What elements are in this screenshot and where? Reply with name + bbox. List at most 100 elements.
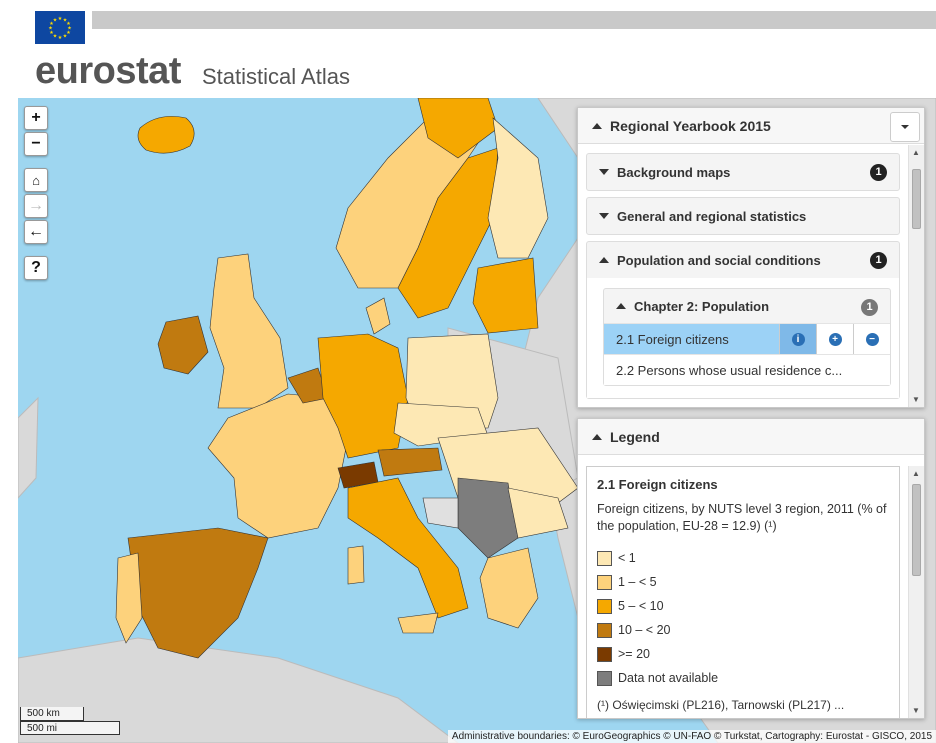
top-strip bbox=[0, 0, 936, 8]
info-icon: i bbox=[791, 332, 805, 346]
legend-panel-header[interactable]: Legend bbox=[578, 419, 924, 455]
chapter-population[interactable]: Chapter 2: Population 1 2.1 Foreign citi… bbox=[603, 288, 891, 386]
zoom-out-button[interactable]: − bbox=[24, 132, 48, 156]
legend-item: 5 – < 10 bbox=[597, 594, 889, 618]
expand-icon bbox=[599, 169, 609, 175]
svg-text:★: ★ bbox=[66, 30, 71, 36]
legend-panel-title: Legend bbox=[610, 428, 660, 445]
legend-item: 10 – < 20 bbox=[597, 618, 889, 642]
zoom-in-button[interactable]: + bbox=[24, 106, 48, 130]
svg-text:★: ★ bbox=[53, 18, 58, 24]
svg-text:★: ★ bbox=[53, 34, 58, 40]
legend-label: Data not available bbox=[618, 671, 719, 685]
svg-text:★: ★ bbox=[58, 35, 63, 41]
chevron-down-icon bbox=[901, 125, 909, 129]
collapse-icon bbox=[592, 433, 602, 440]
svg-text:★: ★ bbox=[63, 34, 68, 40]
help-button[interactable]: ? bbox=[24, 256, 48, 280]
legend-scrollbar[interactable]: ▲ ▼ bbox=[908, 466, 924, 718]
plus-icon: + bbox=[828, 332, 842, 346]
canary-land bbox=[18, 396, 39, 499]
scroll-up-icon[interactable]: ▲ bbox=[912, 469, 920, 478]
north-africa bbox=[18, 637, 459, 743]
section-label: General and regional statistics bbox=[617, 208, 807, 224]
back-button[interactable]: ← bbox=[24, 220, 48, 244]
svg-text:★: ★ bbox=[49, 21, 54, 27]
legend-label: 1 – < 5 bbox=[618, 575, 657, 589]
sardinia bbox=[347, 545, 365, 585]
add-layer-button[interactable]: + bbox=[816, 323, 853, 355]
legend-label: 5 – < 10 bbox=[618, 599, 664, 613]
info-button[interactable]: i bbox=[779, 323, 816, 355]
minus-icon: − bbox=[865, 332, 879, 346]
legend-footnote: (¹) Oświęcimski (PL216), Tarnowski (PL21… bbox=[597, 698, 845, 712]
remove-layer-button[interactable]: − bbox=[853, 323, 890, 355]
scale-bar: 500 km 500 mi bbox=[20, 707, 120, 735]
austria bbox=[377, 447, 443, 477]
legend-item: < 1 bbox=[597, 546, 889, 570]
iceland bbox=[137, 116, 195, 154]
layer-usual-residence[interactable]: 2.2 Persons whose usual residence c... bbox=[604, 354, 890, 385]
eurostat-logo[interactable]: eurostat bbox=[35, 50, 181, 92]
legend-description: Foreign citizens, by NUTS level 3 region… bbox=[597, 502, 887, 533]
norway-north bbox=[417, 98, 499, 159]
layers-scrollbar[interactable]: ▲ ▼ bbox=[908, 145, 924, 407]
legend-swatch bbox=[597, 622, 612, 638]
legend-label: < 1 bbox=[618, 551, 636, 565]
bulgaria bbox=[507, 487, 569, 539]
collapse-icon bbox=[616, 303, 626, 309]
italy bbox=[347, 477, 469, 619]
svg-text:★: ★ bbox=[66, 21, 71, 27]
map-attribution: Administrative boundaries: © EuroGeograp… bbox=[447, 730, 936, 743]
svg-text:★: ★ bbox=[67, 26, 72, 32]
section-background-maps[interactable]: Background maps 1 bbox=[586, 153, 900, 191]
portugal bbox=[115, 552, 143, 644]
svg-text:★: ★ bbox=[49, 30, 54, 36]
baltics bbox=[472, 257, 539, 334]
svg-text:★: ★ bbox=[58, 16, 63, 22]
dropdown-button[interactable] bbox=[890, 112, 920, 142]
scale-mi-label: 500 mi bbox=[20, 721, 120, 735]
legend-content: 2.1 Foreign citizens Foreign citizens, b… bbox=[586, 466, 900, 718]
scroll-down-icon[interactable]: ▼ bbox=[912, 706, 920, 715]
home-icon[interactable]: ⌂ bbox=[24, 168, 48, 192]
layer-label: 2.2 Persons whose usual residence c... bbox=[616, 362, 843, 378]
layers-list: Background maps 1 General and regional s… bbox=[578, 145, 908, 407]
spain bbox=[127, 527, 269, 659]
layer-foreign-citizens[interactable]: 2.1 Foreign citizens i + − bbox=[604, 323, 890, 355]
layers-panel: Regional Yearbook 2015 Background maps 1… bbox=[577, 107, 925, 408]
scroll-down-icon[interactable]: ▼ bbox=[912, 395, 920, 404]
scroll-thumb[interactable] bbox=[912, 484, 921, 576]
scroll-up-icon[interactable]: ▲ bbox=[912, 148, 920, 157]
section-label: Population and social conditions bbox=[617, 252, 821, 268]
legend-label: >= 20 bbox=[618, 647, 650, 661]
legend-label: 10 – < 20 bbox=[618, 623, 671, 637]
legend-swatch bbox=[597, 574, 612, 590]
great-britain bbox=[209, 253, 289, 409]
count-badge: 1 bbox=[861, 299, 878, 316]
scroll-thumb[interactable] bbox=[912, 169, 921, 229]
greece bbox=[479, 547, 539, 629]
legend-item: Data not available bbox=[597, 666, 889, 690]
svg-text:★: ★ bbox=[63, 18, 68, 24]
count-badge: 1 bbox=[870, 252, 887, 269]
france bbox=[207, 393, 349, 539]
count-badge: 1 bbox=[870, 164, 887, 181]
header-bar bbox=[92, 11, 936, 29]
collapse-icon bbox=[599, 257, 609, 263]
bosnia bbox=[422, 497, 459, 529]
forward-button[interactable]: → bbox=[24, 194, 48, 218]
section-population[interactable]: Population and social conditions 1 Chapt… bbox=[586, 241, 900, 399]
legend-layer-title: 2.1 Foreign citizens bbox=[597, 477, 718, 492]
chapter-label: Chapter 2: Population bbox=[634, 298, 770, 314]
section-label: Background maps bbox=[617, 164, 731, 180]
layer-label: 2.1 Foreign citizens bbox=[616, 331, 729, 347]
sicily bbox=[397, 612, 439, 634]
layers-panel-header[interactable]: Regional Yearbook 2015 bbox=[578, 108, 924, 144]
collapse-icon bbox=[592, 122, 602, 129]
legend-item: 1 – < 5 bbox=[597, 570, 889, 594]
finland bbox=[487, 117, 549, 259]
section-general-statistics[interactable]: General and regional statistics bbox=[586, 197, 900, 235]
layers-panel-title: Regional Yearbook 2015 bbox=[610, 117, 771, 134]
expand-icon bbox=[599, 213, 609, 219]
